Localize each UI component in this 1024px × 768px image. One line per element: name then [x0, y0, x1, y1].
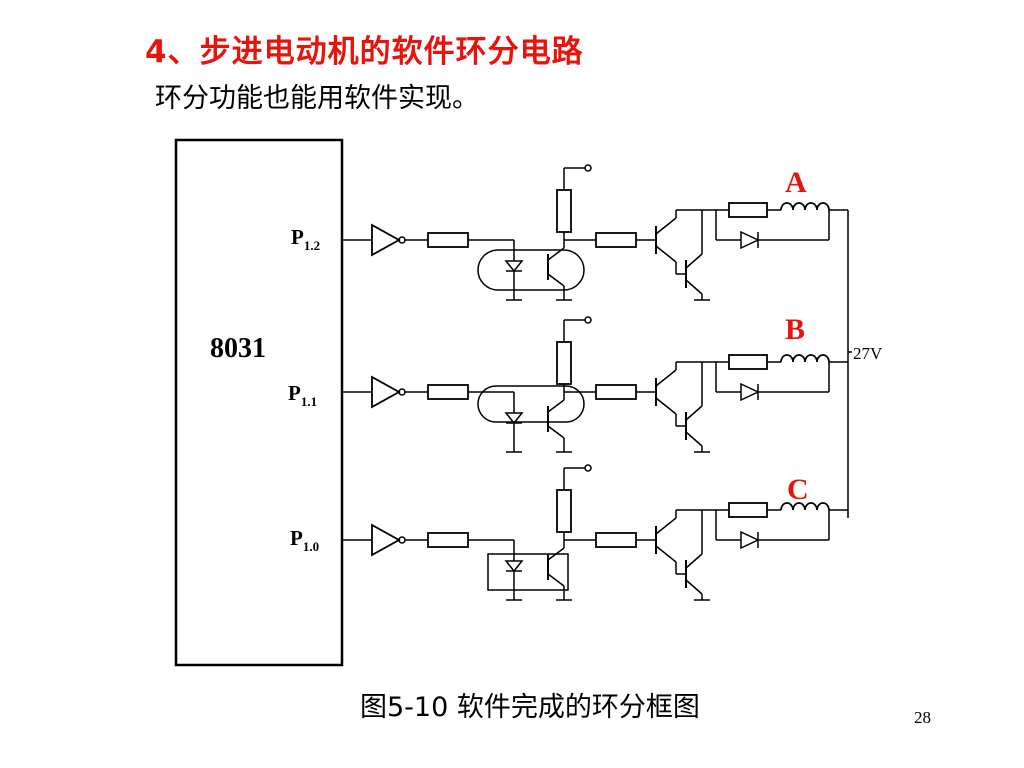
figure-caption: 图5-10 软件完成的环分框图	[360, 692, 700, 723]
page-number: 28	[914, 708, 931, 727]
chip-label: 8031	[210, 333, 266, 364]
channel-a-circuit	[341, 164, 849, 301]
channel-c-circuit	[341, 464, 849, 601]
pin-label-p12: P1.2	[291, 225, 320, 253]
chip-8031-box	[174, 138, 344, 667]
supply-voltage-label: 27V	[853, 344, 883, 363]
phase-label-b: B	[785, 313, 805, 346]
optocoupler-a	[477, 249, 585, 291]
phase-label-c: C	[787, 473, 809, 506]
pin-label-p10: P1.0	[290, 526, 319, 554]
phase-label-a: A	[785, 166, 807, 199]
pin-label-p11: P1.1	[288, 381, 317, 409]
slide-subtitle: 环分功能也能用软件实现。	[155, 83, 479, 114]
optocoupler-c	[487, 553, 569, 591]
optocoupler-b	[477, 385, 585, 423]
slide-title: 4、步进电动机的软件环分电路	[145, 34, 584, 70]
channel-b-circuit	[341, 316, 849, 453]
